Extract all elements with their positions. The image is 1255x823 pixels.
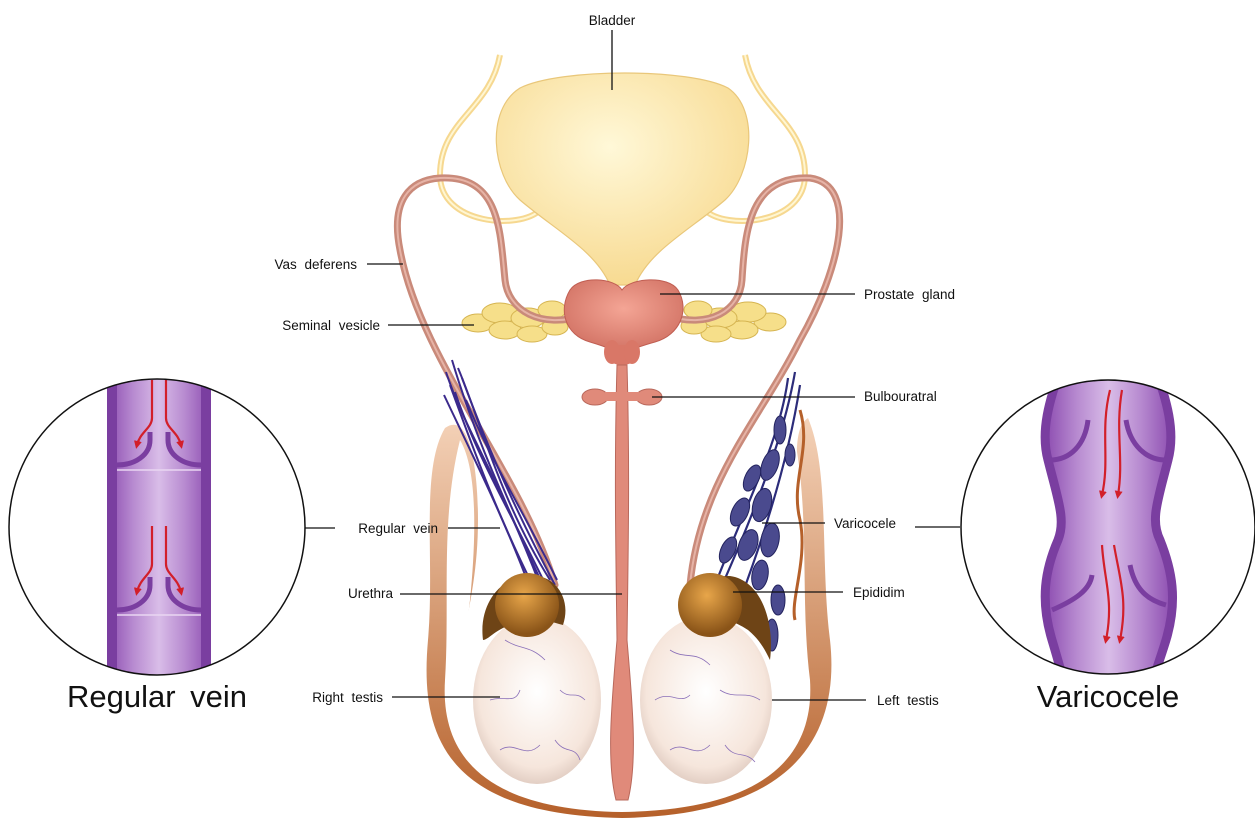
label-right-testis: Right testis: [312, 690, 383, 705]
label-seminal-vesicle: Seminal vesicle: [282, 318, 380, 333]
label-urethra: Urethra: [348, 586, 394, 601]
right-testis: [473, 616, 601, 784]
label-epididim: Epididim: [853, 585, 905, 600]
inset-caption-regular-vein: Regular vein: [67, 679, 247, 714]
label-bladder: Bladder: [589, 13, 636, 28]
prostate-gland: [564, 280, 683, 352]
regular-vein-inset: [9, 370, 305, 690]
varicocele-inset: [961, 370, 1255, 700]
label-prostate-gland: Prostate gland: [864, 287, 955, 302]
label-regular-vein: Regular vein: [358, 521, 438, 536]
left-testis: [640, 616, 772, 784]
label-bulbouratral: Bulbouratral: [864, 389, 937, 404]
label-varicocele: Varicocele: [834, 516, 896, 531]
label-left-testis: Left testis: [877, 693, 939, 708]
inset-caption-varicocele: Varicocele: [1037, 679, 1179, 714]
label-vas-deferens: Vas deferens: [274, 257, 357, 272]
bladder: [496, 73, 749, 285]
urethra: [611, 365, 634, 800]
